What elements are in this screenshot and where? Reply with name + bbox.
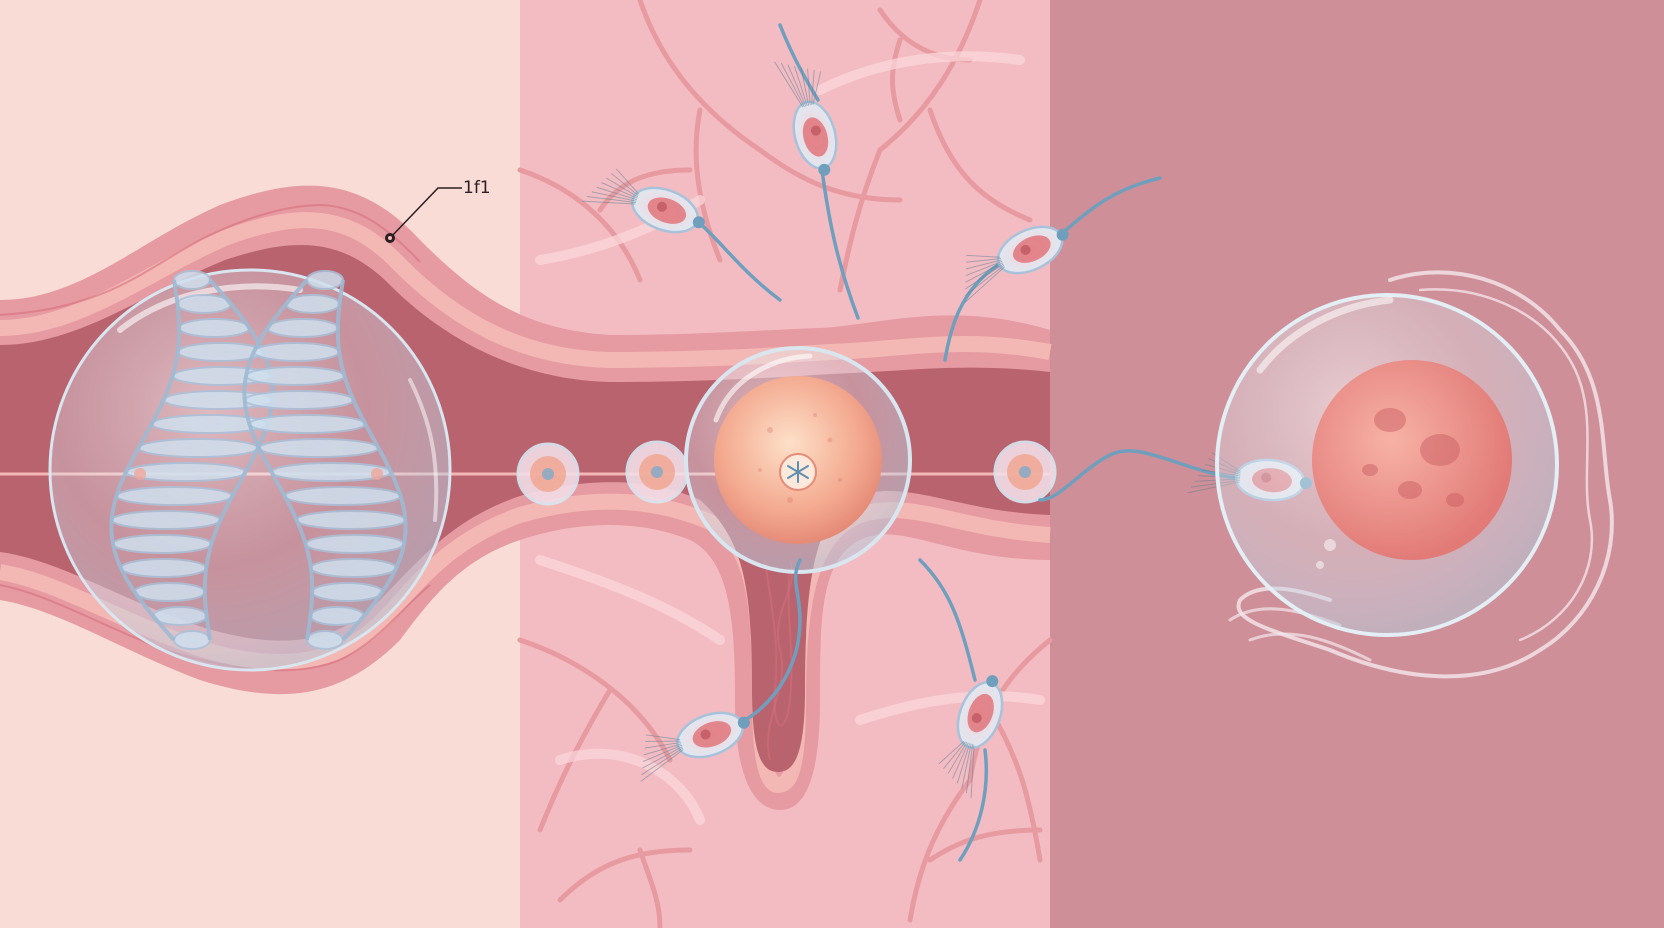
small-cell [993,440,1057,504]
tissue-folds [535,51,1045,825]
small-cell [625,440,689,504]
sperm-cell [640,558,802,782]
zygote [1215,270,1614,679]
chromosome-pair [109,270,408,650]
chromosome-cell [48,268,452,672]
chromosome [242,270,408,650]
tube-inner-stripe [0,212,1052,369]
egg-cell [684,346,912,574]
sperm-cell [943,176,1162,362]
chromosome [109,270,275,650]
callout-label: 1f1 [463,178,491,198]
small-cells [516,440,1057,506]
blood-vessels [517,0,1053,928]
callout: 1f1 [385,178,491,243]
sperm-cell [582,168,782,302]
small-cell [516,442,580,506]
sperm-cell [774,23,860,320]
sperm-cell [918,558,1004,862]
